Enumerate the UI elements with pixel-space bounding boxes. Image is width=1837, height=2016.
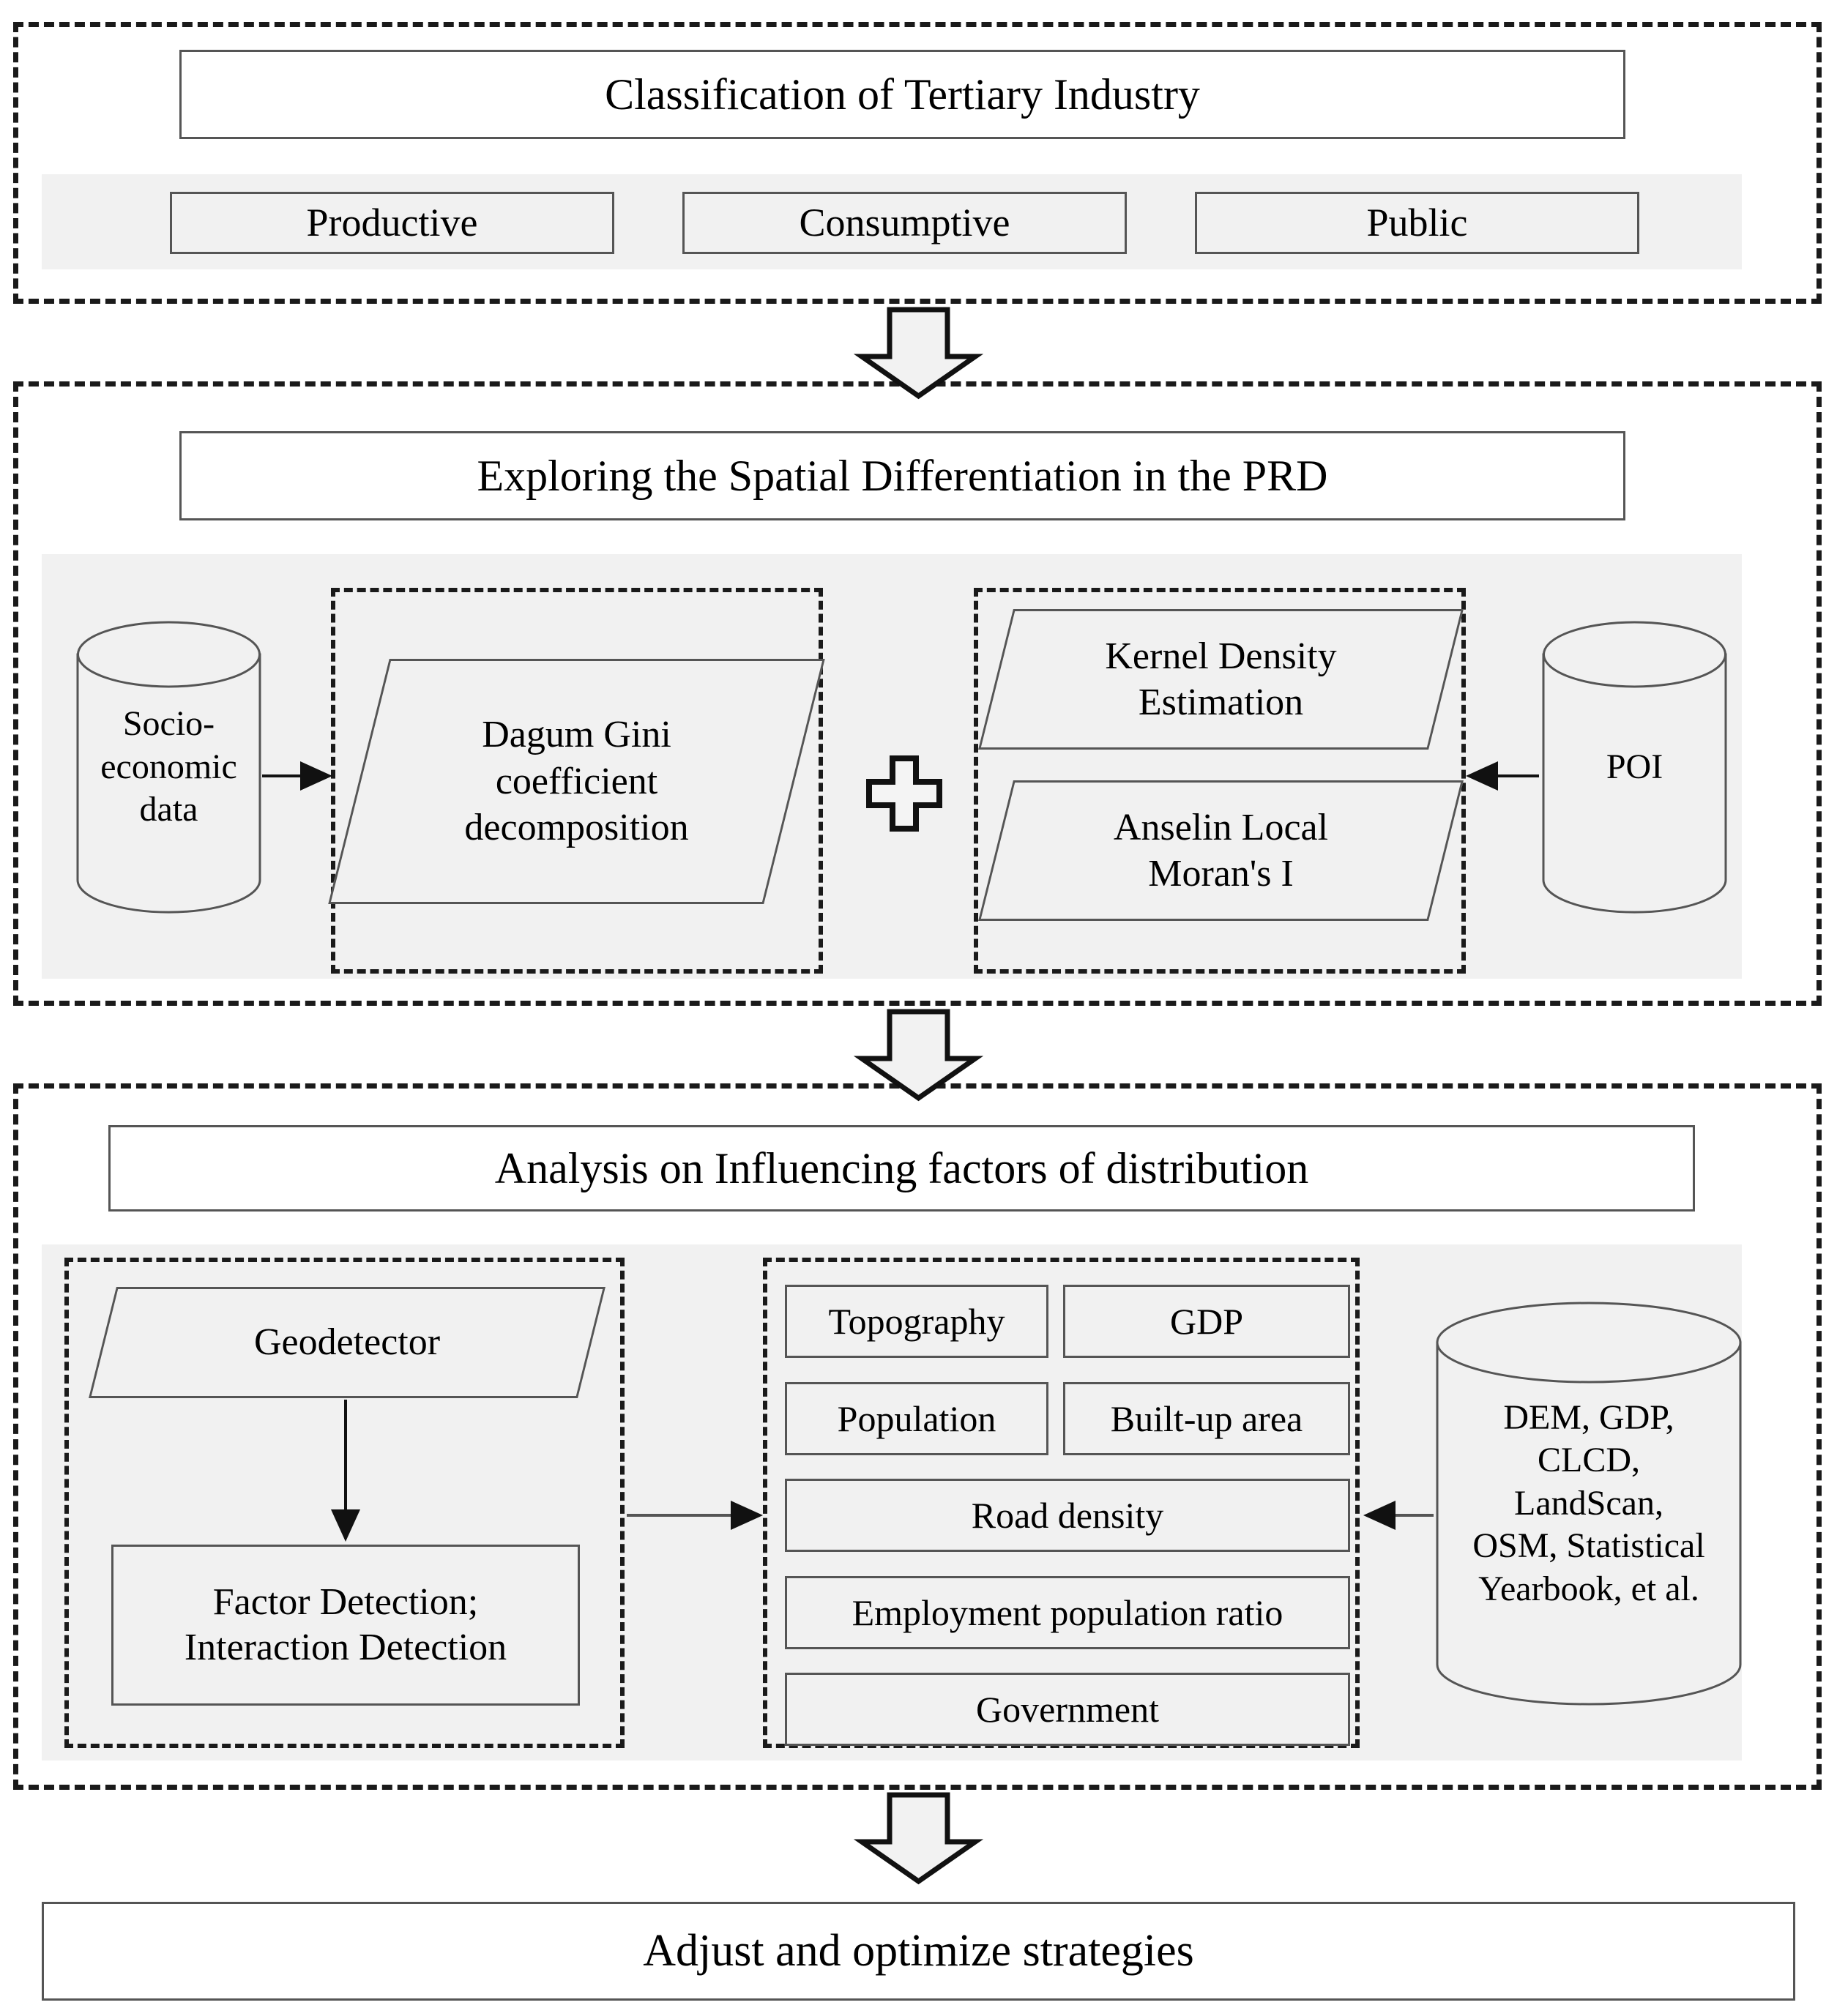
down-block-arrow-3 [853, 1792, 984, 1885]
geodetector-label: Geodetector [253, 1321, 441, 1364]
section-classification [13, 22, 1822, 304]
dagum-gini-parallelogram[interactable]: Dagum Gini coefficient decomposition [328, 659, 825, 904]
geodetector-group [64, 1258, 625, 1748]
section2-title: Exploring the Spatial Differentiation in… [179, 431, 1625, 520]
anselin-moran-label: Anselin Local Moran's I [1113, 806, 1329, 895]
poi-method-group [974, 588, 1466, 974]
outcome-box[interactable]: Adjust and optimize strategies [42, 1902, 1795, 2001]
category-consumptive[interactable]: Consumptive [682, 192, 1127, 254]
section3-title: Analysis on Influencing factors of distr… [108, 1125, 1695, 1212]
factor-gdp[interactable]: GDP [1063, 1285, 1350, 1358]
factor-government[interactable]: Government [785, 1673, 1350, 1746]
data-sources-label: DEM, GDP, CLCD, LandScan, OSM, Statistic… [1472, 1397, 1705, 1608]
data-sources-cylinder: DEM, GDP, CLCD, LandScan, OSM, Statistic… [1435, 1302, 1743, 1706]
gini-method-group [331, 588, 823, 974]
category-productive[interactable]: Productive [170, 192, 614, 254]
plus-icon [866, 755, 942, 832]
geodetector-parallelogram[interactable]: Geodetector [89, 1287, 605, 1398]
poi-label: POI [1606, 747, 1663, 786]
category-public[interactable]: Public [1195, 192, 1639, 254]
factor-population[interactable]: Population [785, 1382, 1048, 1455]
socio-economic-data-cylinder: Socio- economic data [75, 621, 262, 914]
kernel-density-parallelogram[interactable]: Kernel Density Estimation [978, 609, 1464, 750]
section1-title: Classification of Tertiary Industry [179, 50, 1625, 139]
factor-road-density[interactable]: Road density [785, 1479, 1350, 1552]
factor-topography[interactable]: Topography [785, 1285, 1048, 1358]
poi-cylinder: POI [1541, 621, 1728, 914]
factor-employment-population-ratio[interactable]: Employment population ratio [785, 1576, 1350, 1649]
factor-built-up-area[interactable]: Built-up area [1063, 1382, 1350, 1455]
dagum-gini-label: Dagum Gini coefficient decomposition [464, 714, 689, 849]
socio-economic-data-label: Socio- economic data [100, 704, 237, 829]
kernel-density-label: Kernel Density Estimation [1105, 635, 1337, 723]
factor-interaction-detection-box[interactable]: Factor Detection; Interaction Detection [111, 1545, 580, 1706]
anselin-moran-parallelogram[interactable]: Anselin Local Moran's I [978, 780, 1464, 921]
influencing-factors-group [763, 1258, 1360, 1748]
